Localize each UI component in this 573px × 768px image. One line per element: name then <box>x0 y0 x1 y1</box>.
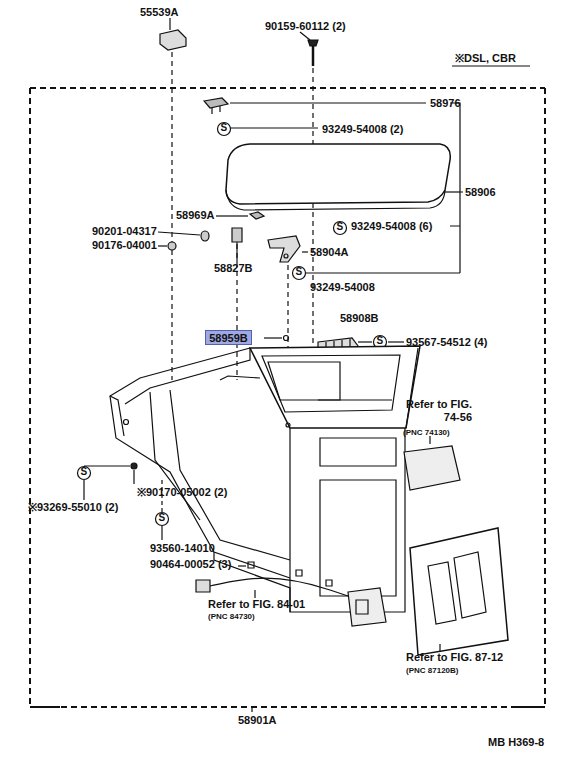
callout-number: Refer to FIG. 87-12 <box>406 651 503 664</box>
callout-number: Refer to FIG. 74-56 <box>400 398 472 423</box>
callout-number: ※90170-05002 (2) <box>137 486 227 499</box>
callout-number: (PNC 84730) <box>208 612 255 621</box>
callout-number: 58908B <box>340 312 379 325</box>
symbol-letter: S <box>377 335 384 347</box>
callout-number: 58906 <box>465 186 496 199</box>
symbol-letter: S <box>221 122 228 134</box>
symbol-letter: S <box>337 221 344 233</box>
callout-number: (PNC 74130) <box>403 428 450 437</box>
callout-number: 55539A <box>140 6 179 19</box>
callout-number: 58969A <box>176 209 215 222</box>
callout-number: 93249-54008 <box>310 281 375 294</box>
callout-number: (PNC 87120B) <box>406 666 458 675</box>
callout-number: Refer to FIG. 84-01 <box>208 598 305 611</box>
symbol-letter: S <box>81 466 88 478</box>
highlighted-part-number: 58959B <box>205 330 252 345</box>
callout-number: 58976 <box>430 97 461 110</box>
symbol-letter: S <box>159 512 166 524</box>
callout-number: 90159-60112 (2) <box>265 20 346 33</box>
callout-number: 58901A <box>238 714 277 727</box>
part-number: 58959B <box>209 332 248 344</box>
callout-number: 93567-54512 (4) <box>406 336 487 349</box>
callout-number: 93249-54008 (2) <box>322 123 403 136</box>
callout-number: 58827B <box>214 262 253 275</box>
callout-number: 93560-14010 <box>150 542 215 555</box>
callout-number: ※93269-55010 (2) <box>28 501 118 514</box>
callout-number: 90464-00052 (3) <box>150 558 231 571</box>
callout-number: 90176-04001 <box>92 239 157 252</box>
callout-number: ※DSL, CBR <box>455 52 516 65</box>
callout-number: 93249-54008 (6) <box>351 220 432 233</box>
symbol-letter: S <box>296 266 303 278</box>
callout-number: 90201-04317 <box>92 225 157 238</box>
callout-number: 58904A <box>310 246 349 259</box>
callout-number: MB H369-8 <box>488 736 544 749</box>
